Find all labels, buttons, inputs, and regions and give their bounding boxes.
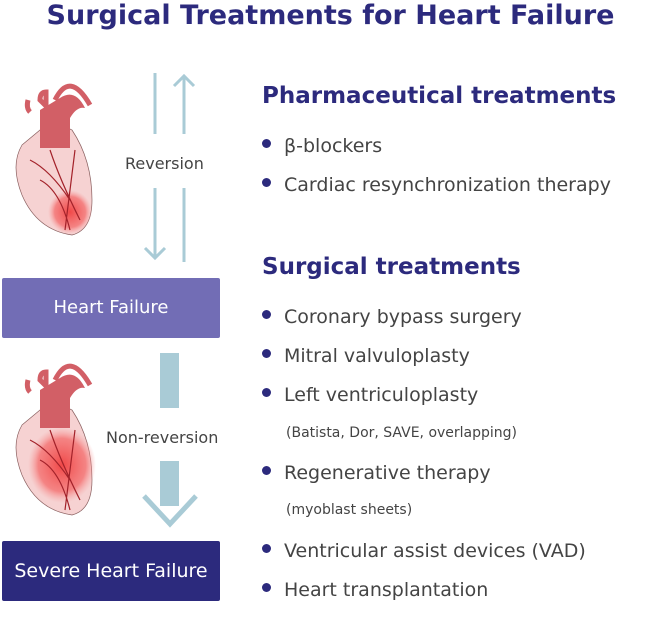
severe-heart-failure-box: Severe Heart Failure	[2, 541, 220, 601]
list-item: Ventricular assist devices (VAD)	[262, 540, 586, 562]
surgical-heading: Surgical treatments	[262, 254, 521, 280]
list-item: Heart transplantation	[262, 579, 488, 601]
reversion-arrows	[143, 73, 196, 262]
heart-icon-mild	[15, 83, 93, 236]
heart-failure-box: Heart Failure	[2, 278, 220, 338]
list-note: (myoblast sheets)	[286, 502, 413, 518]
list-item: β-blockers	[262, 135, 382, 157]
list-item: Regenerative therapy	[262, 462, 491, 484]
list-item: Cardiac resynchronization therapy	[262, 174, 611, 196]
reversion-label: Reversion	[125, 154, 204, 173]
non-reversion-arrow	[142, 353, 198, 528]
list-item: Coronary bypass surgery	[262, 306, 522, 328]
pharma-heading: Pharmaceutical treatments	[262, 83, 617, 109]
non-reversion-label: Non-reversion	[106, 428, 219, 447]
flow-graphics	[15, 73, 198, 528]
page-title: Surgical Treatments for Heart Failure	[46, 0, 615, 31]
list-item: Mitral valvuloplasty	[262, 345, 470, 367]
list-note: (Batista, Dor, SAVE, overlapping)	[286, 425, 518, 441]
heart-icon-severe	[15, 363, 96, 516]
list-item: Left ventriculoplasty	[262, 384, 478, 406]
